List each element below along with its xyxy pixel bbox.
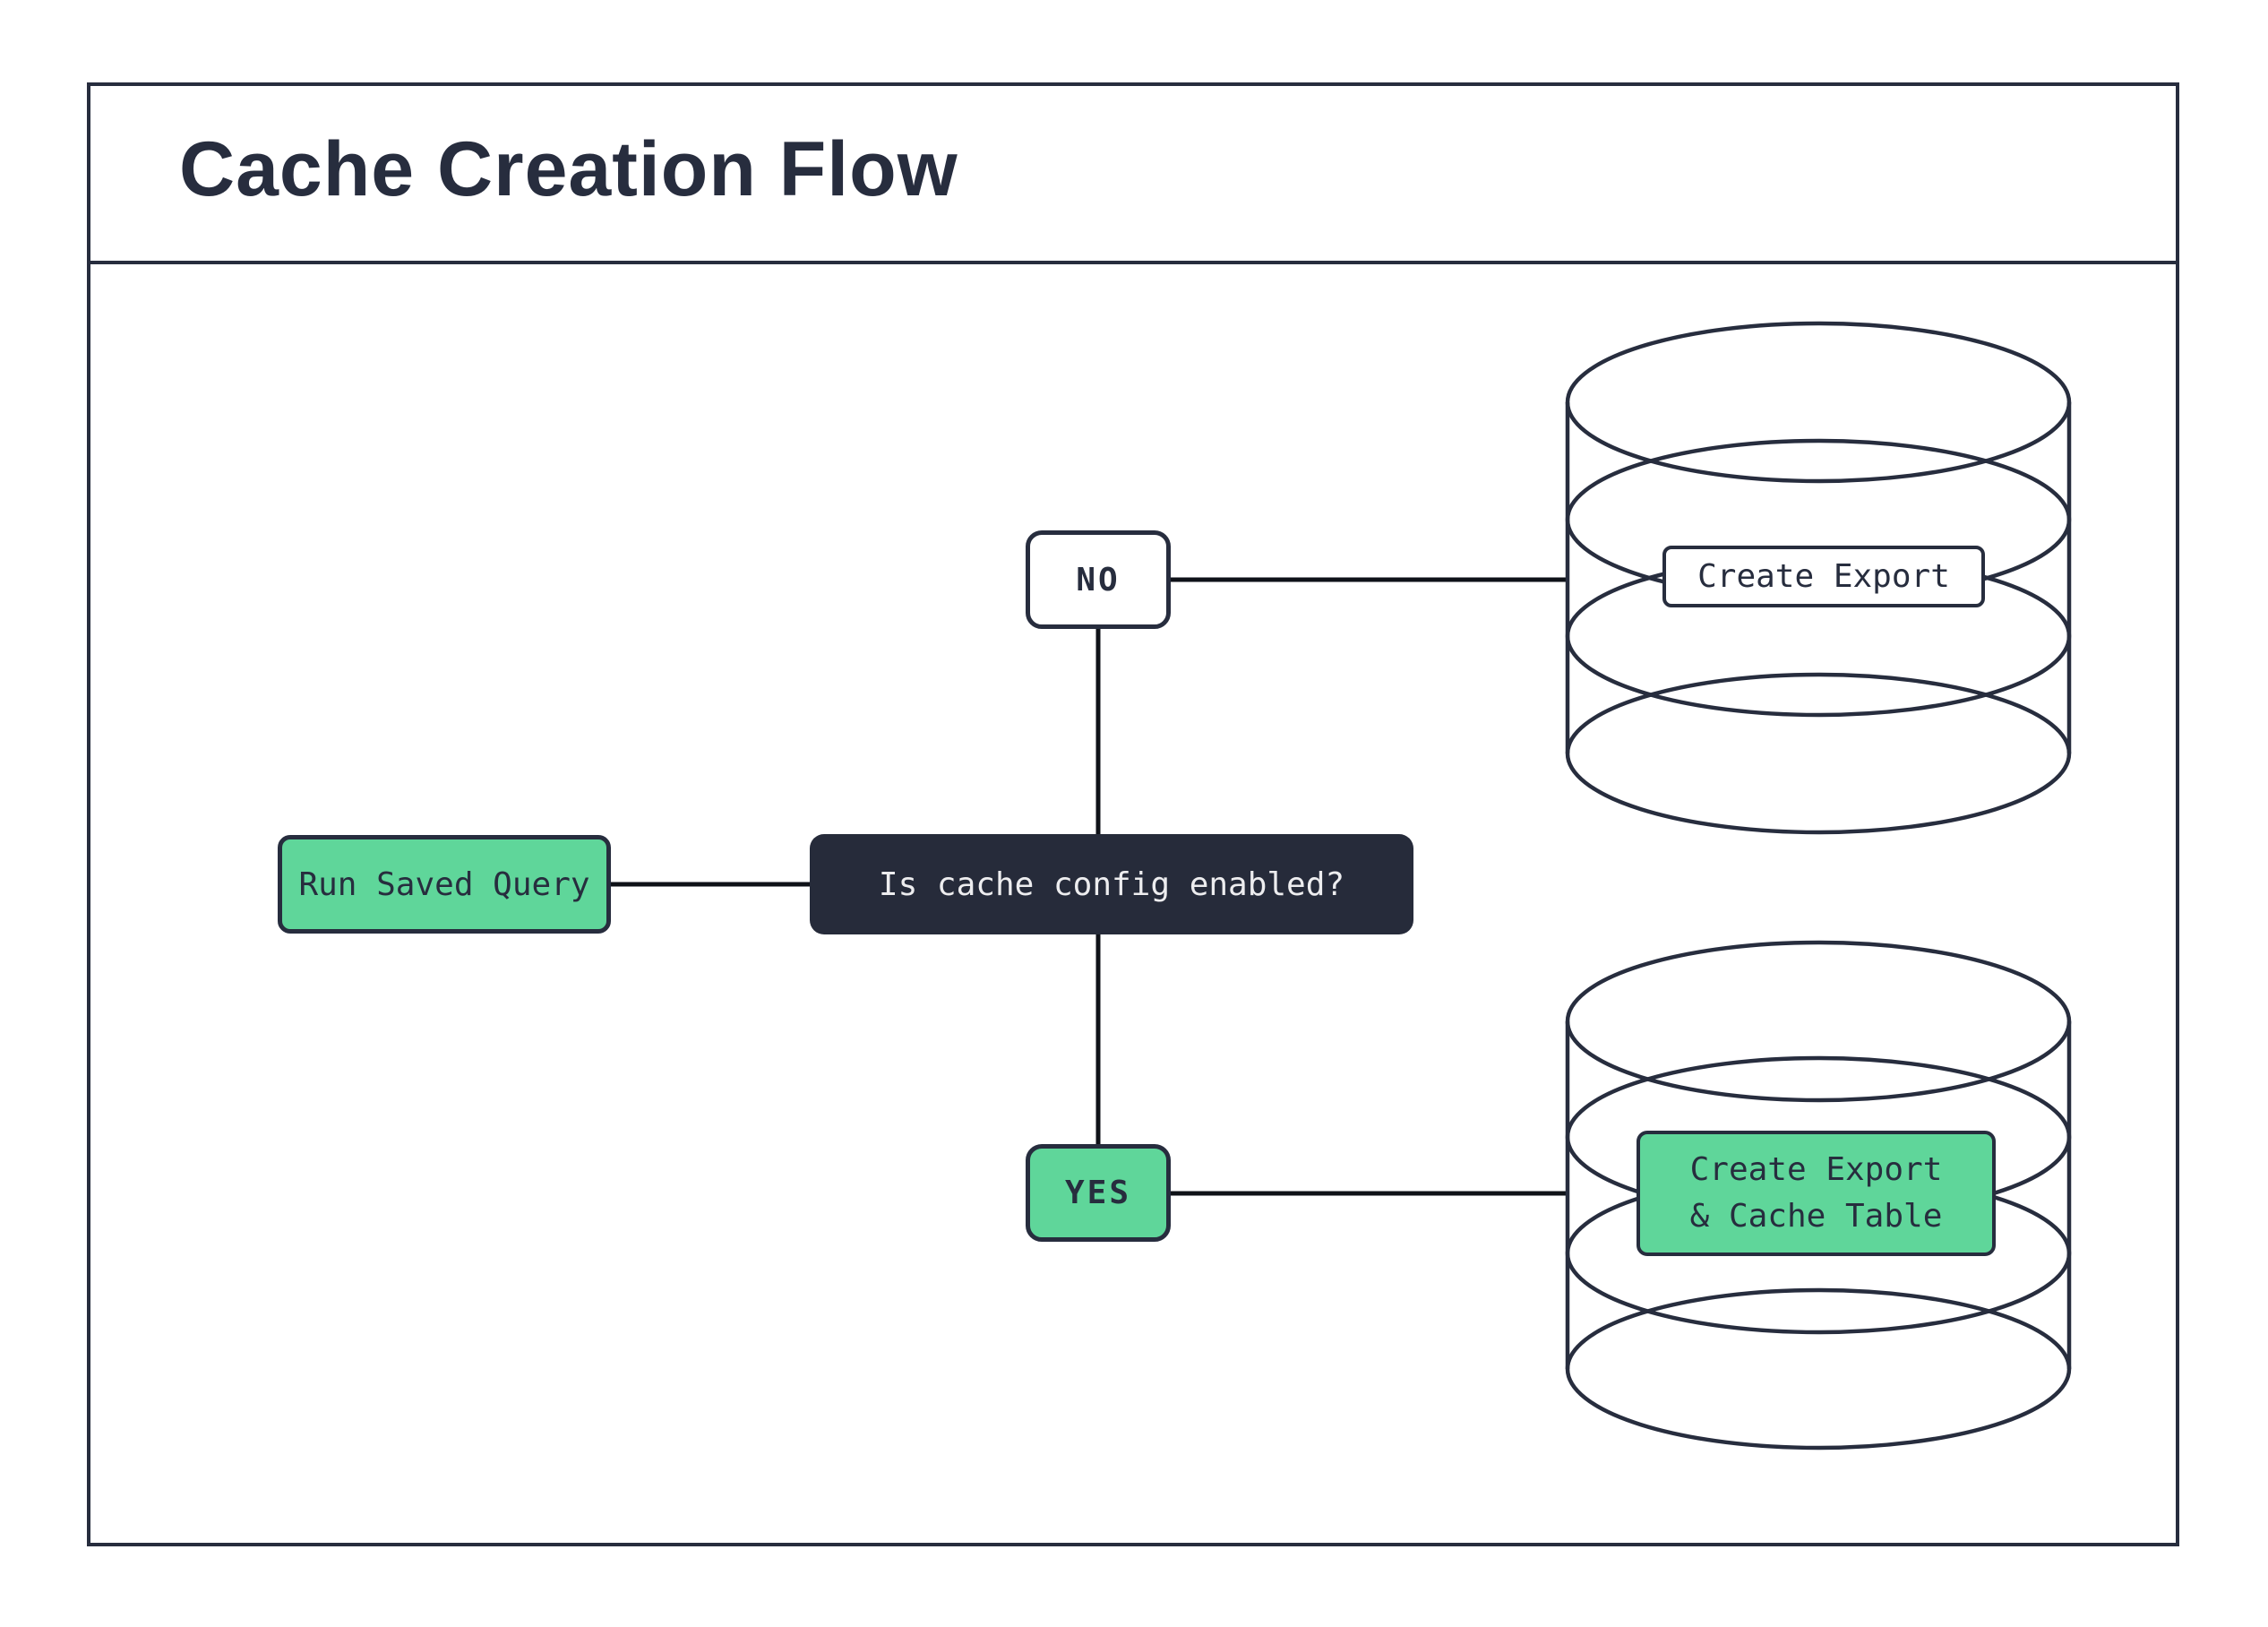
- node-run-saved-query: Run Saved Query: [278, 835, 611, 934]
- title-divider: [87, 261, 2179, 264]
- label-create-export: Create Export: [1662, 546, 1985, 607]
- branch-no: NO: [1026, 530, 1171, 629]
- branch-yes: YES: [1026, 1144, 1171, 1242]
- label-create-export-cache-table: Create Export & Cache Table: [1637, 1131, 1996, 1256]
- node-decision-cache-config: Is cache config enabled?: [810, 834, 1413, 934]
- database-icon-export: [1565, 321, 2072, 835]
- diagram-frame: [87, 82, 2179, 1546]
- page-title: Cache Creation Flow: [179, 126, 958, 212]
- connectors: [611, 577, 1569, 1196]
